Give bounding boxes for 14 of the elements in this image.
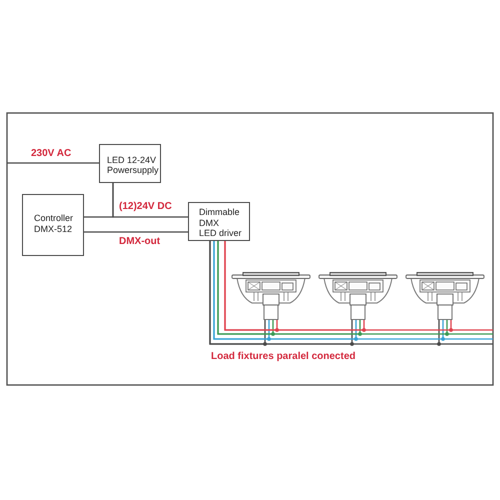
block-box [99,144,161,183]
connection-line [112,183,188,218]
connection-line [84,231,188,233]
block-label: Dimmable DMX LED driver [199,207,242,238]
light-fixture-drawing [318,270,398,320]
edge-label: (12)24V DC [118,201,173,213]
block-box [188,202,250,241]
connection-line [7,162,99,164]
block-box [22,194,84,256]
light-fixture-drawing [405,270,485,320]
block-label: Controller DMX-512 [34,213,74,234]
block-label: LED 12-24V Powersupply [107,154,159,176]
light-fixture-drawing [231,270,311,320]
note-text: Load fixtures paralel conected [210,351,356,363]
